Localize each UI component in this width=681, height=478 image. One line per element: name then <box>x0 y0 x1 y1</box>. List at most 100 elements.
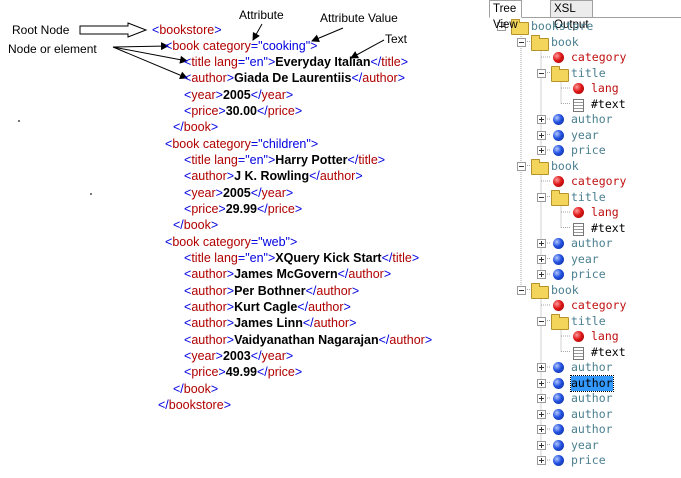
tree-node[interactable]: author <box>489 360 681 375</box>
tree-node[interactable]: bookstore <box>489 19 681 35</box>
element-ball-icon <box>553 455 564 466</box>
tree-node[interactable]: year <box>489 128 681 143</box>
tree-node-label[interactable]: author <box>571 236 613 250</box>
tree-node-label[interactable]: title <box>571 313 606 328</box>
root-node-annotation: Root Node <box>12 23 70 37</box>
tree-node-label[interactable]: category <box>571 298 627 312</box>
tree-node-label[interactable]: book <box>551 282 579 297</box>
tree-node[interactable]: lang <box>489 205 681 220</box>
stray-dot <box>90 193 92 195</box>
tree-node[interactable]: category <box>489 298 681 313</box>
tree-node[interactable]: author <box>489 374 681 392</box>
xml-line-year: <year>2005</year> <box>184 88 294 102</box>
collapse-icon[interactable] <box>497 22 506 31</box>
tree-node-label[interactable]: title <box>571 189 606 204</box>
tree-node[interactable]: category <box>489 50 681 65</box>
collapse-icon[interactable] <box>517 37 526 47</box>
tree-node[interactable]: author <box>489 407 681 422</box>
collapse-icon[interactable] <box>517 161 526 171</box>
tree-node-label[interactable]: year <box>571 437 599 452</box>
tree-node[interactable]: author <box>489 112 681 127</box>
expand-icon[interactable] <box>537 440 546 450</box>
collapse-icon[interactable] <box>537 192 546 202</box>
tree-node-label[interactable]: price <box>571 143 606 157</box>
tree-node-label[interactable]: author <box>571 422 613 436</box>
tree-node[interactable]: price <box>489 453 681 468</box>
tree-node-label[interactable]: author <box>571 360 613 374</box>
tree-node[interactable]: lang <box>489 81 681 96</box>
xml-source-panel: Root Node Node or element Attribute Attr… <box>8 8 433 412</box>
folder-icon <box>531 158 549 175</box>
tree-node-label[interactable]: lang <box>591 81 619 95</box>
xml-line-title: <title lang="en">Harry Potter</title> <box>184 153 386 167</box>
tree-node-label[interactable]: price <box>571 453 606 467</box>
tree-node-label[interactable]: author <box>571 406 613 421</box>
xml-line-book-close: </book> <box>173 120 219 134</box>
expand-icon[interactable] <box>537 270 546 279</box>
tree-node[interactable]: book <box>489 158 681 175</box>
tree-node-label[interactable]: year <box>571 251 599 266</box>
element-ball-icon <box>553 238 564 249</box>
tree-node[interactable]: book <box>489 34 681 51</box>
tree-node-label[interactable]: price <box>571 267 606 281</box>
collapse-icon[interactable] <box>537 316 546 326</box>
tree-node[interactable]: #text <box>489 221 681 236</box>
expand-icon[interactable] <box>537 130 546 140</box>
element-ball-icon <box>553 269 564 280</box>
tree-node[interactable]: author <box>489 236 681 251</box>
tree-node-label[interactable]: lang <box>591 205 619 219</box>
tree-node[interactable]: #text <box>489 345 681 360</box>
tree-node[interactable]: title <box>489 65 681 82</box>
xml-line-author: <author>Vaidyanathan Nagarajan</author> <box>184 333 433 347</box>
folder-icon <box>551 189 569 206</box>
expand-icon[interactable] <box>537 425 546 434</box>
tree-node[interactable]: year <box>489 252 681 267</box>
tab-tree-view[interactable]: Tree View <box>489 0 522 31</box>
tree-node-label[interactable]: lang <box>591 329 619 343</box>
tree-node[interactable]: price <box>489 143 681 158</box>
tree-node-label[interactable]: bookstore <box>531 19 594 33</box>
tab-xsl-output[interactable]: XSL Output <box>550 0 593 31</box>
attribute-ball-icon <box>573 83 584 94</box>
expand-icon[interactable] <box>537 254 546 264</box>
tree-node[interactable]: author <box>489 391 681 406</box>
tree-node-label[interactable]: #text <box>591 344 626 359</box>
tree-node-label[interactable]: author <box>570 374 614 392</box>
tree-node[interactable]: #text <box>489 97 681 112</box>
expand-icon[interactable] <box>537 146 546 155</box>
expand-icon[interactable] <box>537 394 546 403</box>
tree-node[interactable]: book <box>489 282 681 299</box>
tree-node[interactable]: title <box>489 313 681 330</box>
tree-node[interactable]: title <box>489 189 681 206</box>
tree-node[interactable]: lang <box>489 329 681 344</box>
expand-icon[interactable] <box>537 239 546 248</box>
collapse-icon[interactable] <box>517 285 526 295</box>
tree-node-label[interactable]: category <box>571 174 627 188</box>
xml-line-bookstore-close: </bookstore> <box>158 398 231 412</box>
tree-node-label[interactable]: author <box>571 391 613 405</box>
xml-line-book: <book category="web"> <box>165 235 298 249</box>
tree-node-label[interactable]: book <box>551 158 579 173</box>
tree-node[interactable]: price <box>489 267 681 282</box>
element-arrow-title <box>112 46 188 64</box>
expand-icon[interactable] <box>537 363 546 372</box>
tree-node[interactable]: author <box>489 422 681 437</box>
tree-node-label[interactable]: #text <box>591 220 626 235</box>
folder-icon <box>531 34 549 51</box>
expand-icon[interactable] <box>537 115 546 124</box>
tree-node-label[interactable]: book <box>551 34 579 49</box>
expand-icon[interactable] <box>537 409 546 419</box>
attribute-ball-icon <box>553 300 564 311</box>
element-ball-icon <box>553 253 564 265</box>
tree-node-label[interactable]: year <box>571 127 599 142</box>
tree-node[interactable]: category <box>489 174 681 189</box>
tree-node-label[interactable]: author <box>571 112 613 126</box>
collapse-icon[interactable] <box>537 68 546 78</box>
tree-node[interactable]: year <box>489 438 681 453</box>
tree-node-label[interactable]: category <box>571 50 627 64</box>
tree-node-label[interactable]: title <box>571 65 606 80</box>
expand-icon[interactable] <box>537 378 546 388</box>
tree-node-label[interactable]: #text <box>591 96 626 111</box>
attribute-ball-icon <box>573 207 584 218</box>
expand-icon[interactable] <box>537 456 546 465</box>
